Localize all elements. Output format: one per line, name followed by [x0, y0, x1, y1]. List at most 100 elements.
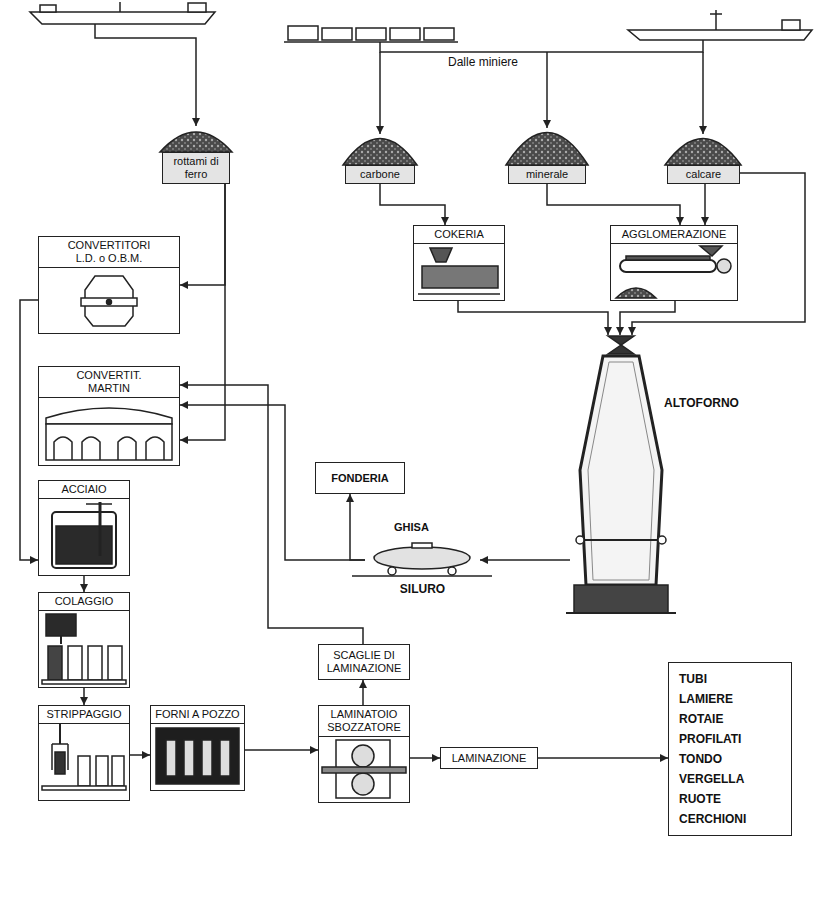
ship-mast [715, 10, 717, 30]
rail [418, 293, 500, 295]
flow-arrow [362, 680, 364, 705]
process-box: SCAGLIE DI LAMINAZIONE [318, 644, 410, 680]
mill-roll [352, 745, 374, 767]
product-list: TUBILAMIEREROTAIEPROFILATITONDOVERGELLAR… [668, 662, 792, 836]
sinter-drum [717, 259, 731, 273]
martin-chamber [54, 437, 72, 460]
ingot-mould [68, 646, 82, 680]
torpedo-mouth [412, 543, 432, 548]
pile-label: rottami di ferro [162, 152, 230, 184]
pile-label: calcare [667, 165, 740, 184]
process-box: ACCIAIO [38, 480, 130, 576]
process-box: LAMINAZIONE [440, 747, 538, 769]
pile-label: minerale [508, 165, 586, 184]
torpedo-car: SILURO [365, 538, 480, 597]
torpedo-car [374, 547, 470, 569]
product-item: RUOTE [679, 789, 781, 809]
ship-bridge [188, 3, 206, 12]
furnace-hopper [608, 336, 634, 345]
flow-arrow [245, 749, 318, 751]
supply-line [702, 52, 704, 134]
crane-rod [59, 724, 61, 744]
node-label: CONVERTITORI L.D. o O.B.M. [39, 237, 179, 268]
node-label: FORNI A POZZO [151, 706, 244, 724]
flow-arrow [83, 576, 85, 592]
flow-label: GHISA [392, 521, 431, 534]
coal-chute [430, 248, 452, 262]
furnace-hearth [574, 585, 668, 613]
martin-chamber [146, 437, 164, 460]
node-label: STRIPPAGGIO [39, 706, 129, 724]
tuyere [658, 536, 666, 544]
process-box: AGGLOMERAZIONE [610, 225, 738, 301]
flow-arrow [538, 757, 668, 759]
product-item: TUBI [679, 669, 781, 689]
label-holder: GHISA [392, 521, 431, 534]
flow-arrow [20, 300, 38, 560]
product-item: LAMIERE [679, 689, 781, 709]
ore-pile [506, 133, 588, 166]
coal-pile [343, 139, 417, 166]
ship-hull [30, 12, 215, 24]
ingot-mould [96, 756, 108, 786]
train-car [322, 28, 352, 40]
martin-body [46, 424, 172, 460]
train-car [424, 28, 454, 40]
coke-oven [422, 266, 498, 288]
pouring-stream [60, 636, 62, 644]
flow-arrow [380, 184, 445, 225]
flow-label: Dalle miniere [446, 56, 520, 69]
node-label: AGGLOMERAZIONE [611, 226, 737, 244]
wheel [388, 567, 396, 575]
mill-roll [352, 773, 374, 795]
mould-car [42, 680, 126, 684]
ingot-mould [112, 756, 124, 786]
martin-chamber [118, 437, 136, 460]
node-label: ACCIAIO [39, 481, 129, 499]
node-label: SCAGLIE DI LAMINAZIONE [321, 649, 407, 675]
supply-line [546, 52, 548, 128]
ship-mast [710, 13, 722, 15]
flow-arrow [180, 385, 363, 644]
blast-furnace: ALTOFORNO [570, 335, 745, 625]
ship-hull [628, 30, 812, 40]
flow-arrow [350, 494, 365, 560]
process-box: FORNI A POZZO [150, 705, 245, 791]
flow-arrow [704, 184, 706, 225]
rail [352, 575, 492, 577]
converter-trunnion [107, 300, 112, 305]
node-label: CONVERTIT. MARTIN [39, 367, 179, 398]
ingot [184, 740, 194, 776]
process-box: COLAGGIO [38, 592, 130, 688]
scrap-pile [160, 132, 232, 152]
node-label: minerale [511, 168, 583, 181]
ingot [202, 740, 212, 776]
node-label: FONDERIA [318, 472, 402, 485]
ingot [55, 752, 65, 774]
stopper-rod [99, 502, 102, 556]
train-car [390, 28, 420, 40]
label-holder: Dalle miniere [446, 56, 520, 69]
product-item: ROTAIE [679, 709, 781, 729]
sinter-hopper [700, 246, 722, 256]
process-box: CONVERTITORI L.D. o O.B.M. [38, 236, 180, 334]
sinter-belt [620, 260, 716, 272]
converter-band [81, 298, 137, 306]
flow-arrow [180, 184, 225, 440]
product-item: PROFILATI [679, 729, 781, 749]
pile-label: carbone [345, 165, 415, 184]
product-item: CERCHIONI [679, 809, 781, 829]
tuyere [576, 536, 584, 544]
supply-line [95, 24, 196, 126]
process-box: FONDERIA [315, 462, 405, 494]
supply-line [379, 52, 381, 134]
node-label: LAMINATOIO SBOZZATORE [319, 706, 409, 737]
ship-bridge [782, 20, 800, 30]
process-box: STRIPPAGGIO [38, 705, 130, 801]
train-engine [288, 26, 318, 40]
flow-arrow [620, 301, 675, 335]
node-label: calcare [670, 168, 737, 181]
steel-ladle [52, 512, 116, 568]
mould-car [42, 786, 126, 790]
